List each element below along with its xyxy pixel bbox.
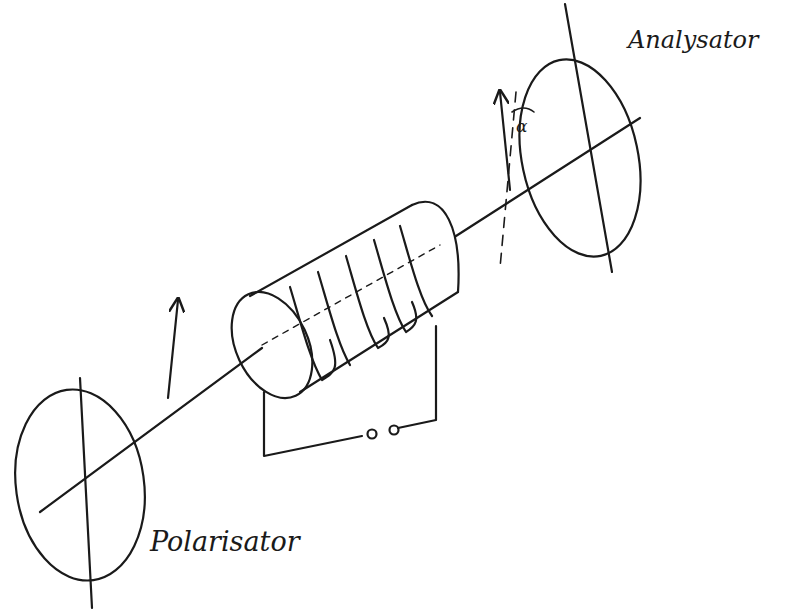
angle-label: α bbox=[516, 118, 527, 135]
device-label: Polarisator bbox=[150, 528, 300, 555]
analyser bbox=[456, 4, 658, 272]
polarizer bbox=[3, 300, 262, 608]
device-label: Analysator bbox=[628, 28, 759, 52]
coil bbox=[216, 202, 459, 456]
